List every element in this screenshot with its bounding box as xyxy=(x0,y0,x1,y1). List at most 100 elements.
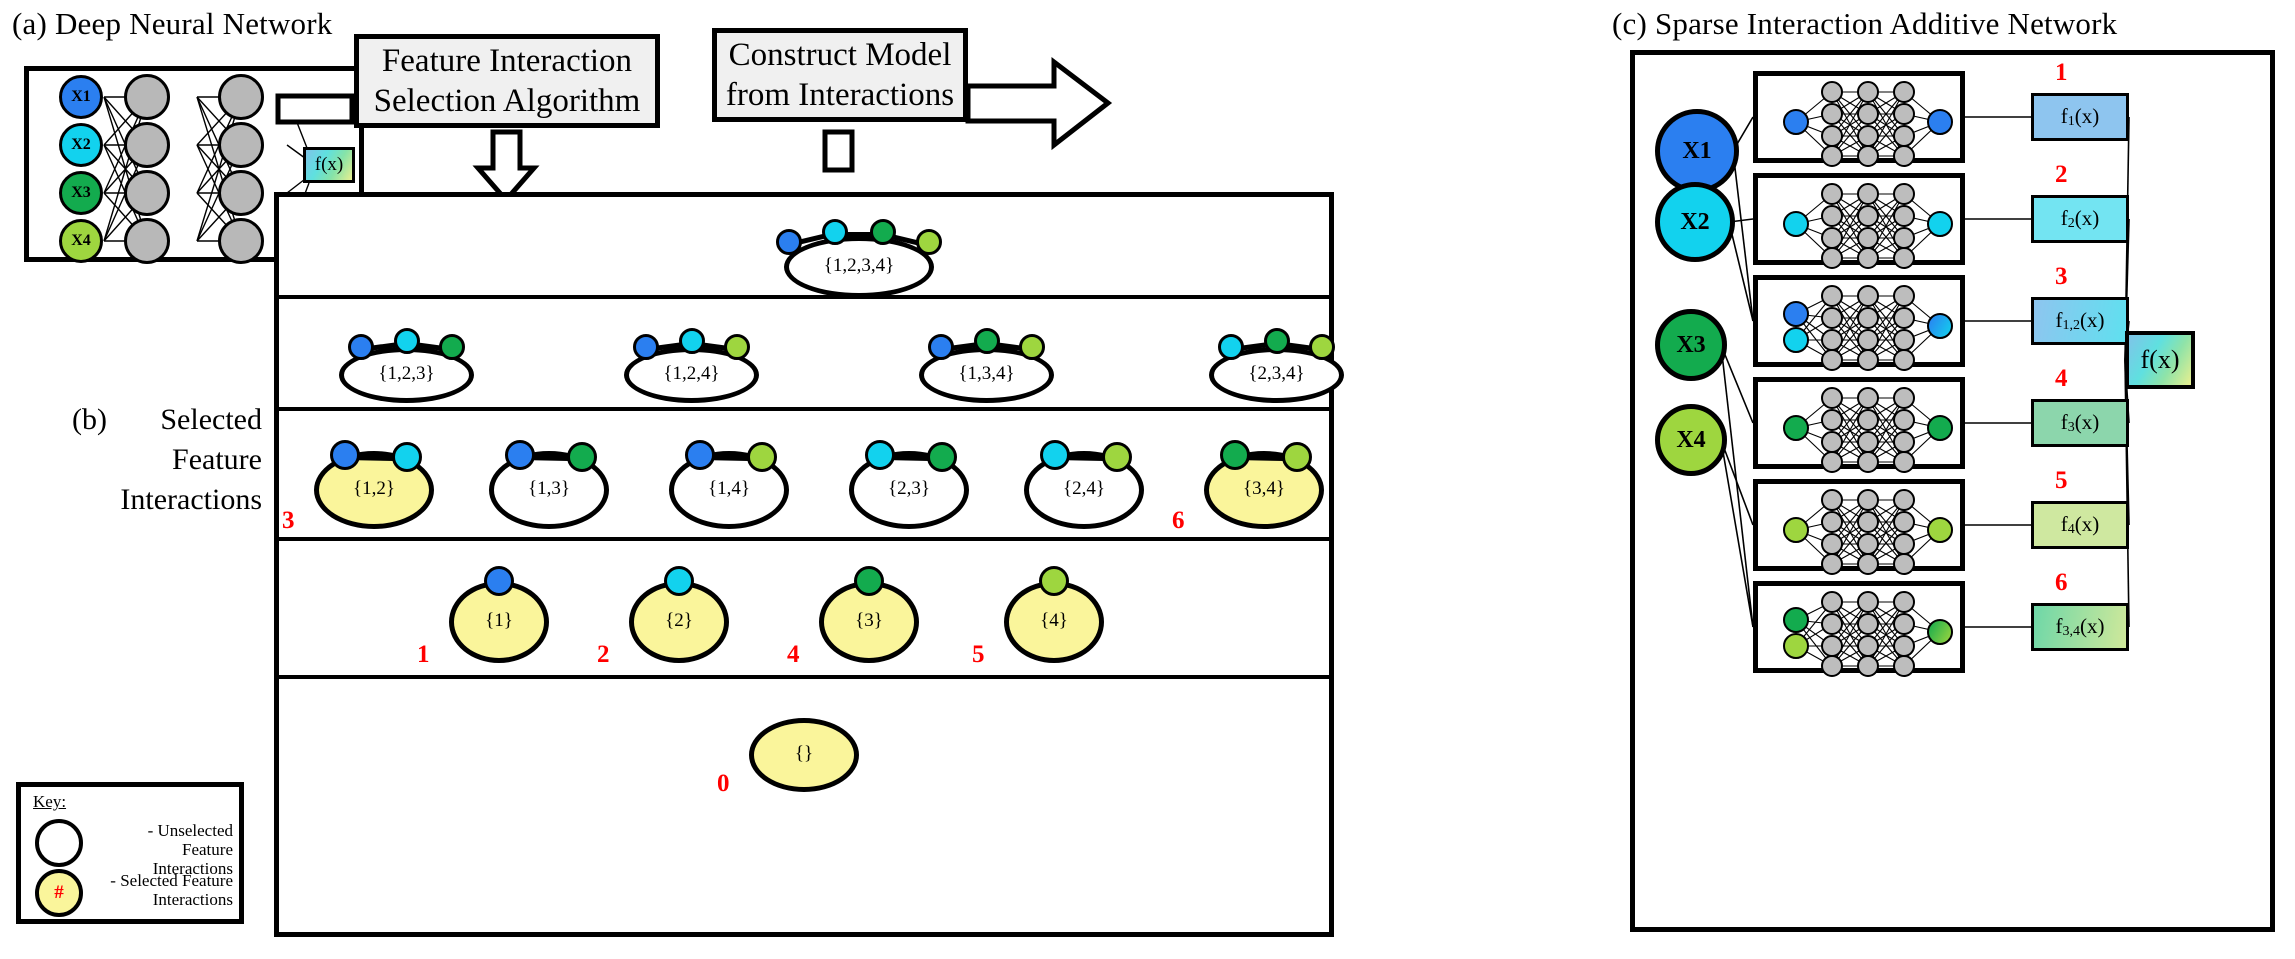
key-unselected-circle-icon xyxy=(35,819,83,867)
subnetwork-hidden-node xyxy=(1893,533,1915,555)
key-selected-circle-icon: # xyxy=(35,869,83,917)
panel-b-row-divider xyxy=(279,407,1329,411)
subnetwork-hidden-node xyxy=(1821,183,1843,205)
panel-c-input-x4: X4 xyxy=(1655,404,1727,476)
lattice-node-label: {3} xyxy=(855,610,883,631)
panel-c-f-box-5[interactable]: f4(x) xyxy=(2031,501,2129,549)
subnetwork-hidden-node xyxy=(1857,409,1879,431)
lattice-selection-order-number: 1 xyxy=(417,641,430,668)
lattice-node-1-2-3[interactable]: {1,2,3} xyxy=(339,328,514,425)
subnetwork-hidden-node xyxy=(1821,533,1843,555)
subnetwork-hidden-node xyxy=(1857,591,1879,613)
subnetwork-output-node xyxy=(1927,619,1953,645)
panel-c-f-box-2[interactable]: f2(x) xyxy=(2031,195,2129,243)
subnetwork-hidden-node xyxy=(1893,329,1915,351)
lattice-node-1-3[interactable]: {1,3} xyxy=(489,433,649,551)
process-box-selection-line2: Selection Algorithm xyxy=(373,83,641,119)
panel-c-f-box-4[interactable]: f3(x) xyxy=(2031,399,2129,447)
lattice-member-dot-x4 xyxy=(723,334,750,361)
panel-c-subnetwork-5 xyxy=(1753,479,1965,575)
subnetwork-hidden-node xyxy=(1857,451,1879,473)
panel-c-subnetwork-number: 2 xyxy=(2055,161,2068,188)
panel-b-title-line3: Feature xyxy=(172,443,262,477)
subnetwork-input-node xyxy=(1783,633,1809,659)
process-box-construct[interactable]: Construct Model from Interactions xyxy=(712,28,968,122)
subnetwork-hidden-node xyxy=(1893,489,1915,511)
panel-a-input-x2: X2 xyxy=(59,123,103,167)
subnetwork-hidden-node xyxy=(1893,511,1915,533)
subnetwork-output-node xyxy=(1927,517,1953,543)
lattice-member-dot-x1 xyxy=(633,334,660,361)
key-title: Key: xyxy=(33,792,67,811)
lattice-node-4[interactable]: {4} xyxy=(1004,563,1144,685)
subnetwork-input-node xyxy=(1783,607,1809,633)
subnetwork-hidden-node xyxy=(1821,553,1843,575)
lattice-node-1-3-4[interactable]: {1,3,4} xyxy=(919,328,1094,425)
subnetwork-hidden-node xyxy=(1857,285,1879,307)
subnetwork-hidden-node xyxy=(1893,227,1915,249)
lattice-selection-order-number: 6 xyxy=(1172,507,1185,534)
panel-b-row-divider xyxy=(279,675,1329,679)
f-box-label: f4(x) xyxy=(2060,512,2100,537)
panel-c-subnetwork-number: 5 xyxy=(2055,467,2068,494)
subnetwork-hidden-node xyxy=(1821,247,1843,269)
lattice-node-2[interactable]: {2} xyxy=(629,563,769,685)
lattice-node-label: {4} xyxy=(1040,610,1068,631)
subnetwork-hidden-node xyxy=(1821,145,1843,167)
panel-c-title: (c) Sparse Interaction Additive Network xyxy=(1612,6,2118,41)
subnetwork-hidden-node xyxy=(1893,553,1915,575)
subnetwork-output-node xyxy=(1927,211,1953,237)
lattice-node-1-2-3-4[interactable]: {1,2,3,4} xyxy=(776,218,974,320)
lattice-member-dot-x2 xyxy=(1218,334,1245,361)
lattice-node-label: {2} xyxy=(665,610,693,631)
lattice-node-label: {} xyxy=(794,743,814,764)
subnetwork-output-node xyxy=(1927,313,1953,339)
lattice-member-dot-x1 xyxy=(685,440,716,471)
panel-c-output-fx: f(x) xyxy=(2125,331,2195,389)
lattice-member-dot-x3 xyxy=(870,218,896,245)
lattice-node-2-3[interactable]: {2,3} xyxy=(849,433,1009,551)
lattice-node-2-3-4[interactable]: {2,3,4} xyxy=(1209,328,1384,425)
lattice-node-2-4[interactable]: {2,4} xyxy=(1024,433,1184,551)
lattice-member-dot-x2 xyxy=(664,566,694,596)
subnetwork-hidden-node xyxy=(1821,409,1843,431)
panel-b-title-line2: Selected xyxy=(160,403,262,436)
lattice-member-dot-x1 xyxy=(330,440,361,471)
panel-c-f-box-1[interactable]: f1(x) xyxy=(2031,93,2129,141)
panel-a-input-x1: X1 xyxy=(59,75,103,119)
panel-c-f-box-3[interactable]: f1,2(x) xyxy=(2031,297,2129,345)
lattice-node-label: {1,2} xyxy=(353,478,395,499)
lattice-member-dot-x1 xyxy=(928,334,955,361)
subnetwork-hidden-node xyxy=(1857,103,1879,125)
panel-c-subnetwork-1 xyxy=(1753,71,1965,167)
panel-b-row-divider xyxy=(279,537,1329,541)
lattice-node-3-4[interactable]: {3,4} xyxy=(1204,433,1364,551)
subnetwork-hidden-node xyxy=(1821,227,1843,249)
lattice-node-3[interactable]: {3} xyxy=(819,563,959,685)
subnetwork-hidden-node xyxy=(1893,451,1915,473)
lattice-member-dot-x4 xyxy=(1308,334,1335,361)
lattice-node-1-4[interactable]: {1,4} xyxy=(669,433,829,551)
panel-b-lattice-box: {1,2,3,4}{1,2,3}{1,2,4}{1,3,4}{2,3,4}{1,… xyxy=(274,192,1344,937)
lattice-node-[interactable]: {} xyxy=(749,700,899,814)
lattice-node-1-2-4[interactable]: {1,2,4} xyxy=(624,328,799,425)
subnetwork-hidden-node xyxy=(1857,125,1879,147)
subnetwork-hidden-node xyxy=(1857,533,1879,555)
panel-c-f-box-6[interactable]: f3,4(x) xyxy=(2031,603,2129,651)
process-box-selection[interactable]: Feature Interaction Selection Algorithm xyxy=(354,34,660,128)
lattice-selection-order-number: 3 xyxy=(282,507,295,534)
lattice-member-dot-x3 xyxy=(566,441,597,472)
lattice-member-dot-x1 xyxy=(484,566,514,596)
panel-c-input-x1: X1 xyxy=(1655,109,1739,193)
lattice-node-label: {1,3} xyxy=(528,478,570,499)
subnetwork-hidden-node xyxy=(1821,431,1843,453)
panel-c-subnetwork-6 xyxy=(1753,581,1965,677)
subnetwork-hidden-node xyxy=(1893,635,1915,657)
lattice-member-dot-x4 xyxy=(1039,566,1069,596)
lattice-member-dot-x1 xyxy=(776,229,803,256)
lattice-member-dot-x3 xyxy=(973,328,1000,354)
lattice-node-1-2[interactable]: {1,2} xyxy=(314,433,474,551)
subnetwork-hidden-node xyxy=(1893,285,1915,307)
lattice-node-1[interactable]: {1} xyxy=(449,563,589,685)
